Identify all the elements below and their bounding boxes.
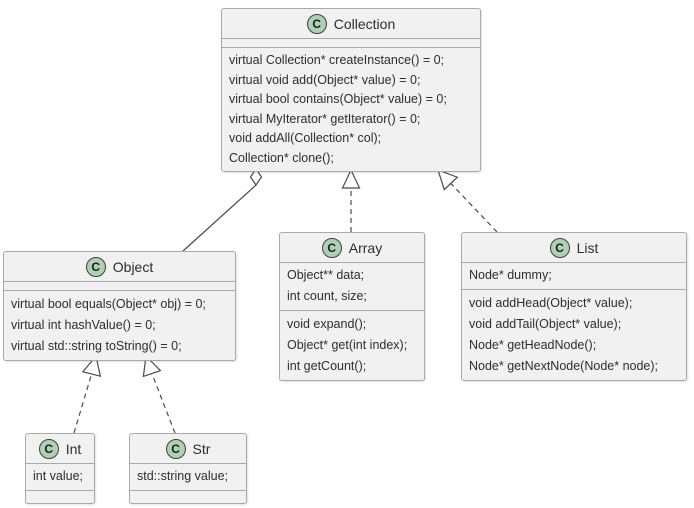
methods-compartment: void addHead(Object* value); void addTai…	[462, 289, 686, 380]
realization-list-collection	[437, 169, 498, 233]
class-stereotype-icon: C	[306, 13, 327, 34]
methods-compartment: void expand(); Object* get(int index); i…	[280, 310, 424, 380]
method-line: Node* getNextNode(Node* node);	[469, 359, 659, 373]
realization-arrowhead-icon	[437, 169, 459, 191]
methods-compartment-empty	[26, 490, 94, 503]
method-line: virtual Collection* createInstance() = 0…	[229, 53, 445, 67]
class-header: C List	[462, 233, 686, 262]
field-line: int value;	[33, 469, 84, 483]
method-line: virtual bool equals(Object* obj) = 0;	[11, 297, 206, 311]
methods-compartment: virtual bool equals(Object* obj) = 0; vi…	[4, 290, 235, 360]
method-line: Object* get(int index);	[287, 338, 408, 352]
class-name: Str	[192, 440, 211, 457]
method-line: virtual MyIterator* getIterator() = 0;	[229, 111, 421, 126]
method-line: void addHead(Object* value);	[469, 296, 633, 310]
method-line: virtual void add(Object* value) = 0;	[229, 72, 421, 87]
fields-compartment-empty	[4, 281, 235, 290]
field-line: int count, size;	[287, 289, 367, 303]
class-name: Object	[112, 258, 154, 275]
method-line: int getCount();	[287, 359, 367, 373]
method-line: void addAll(Collection* col);	[229, 131, 382, 145]
class-box-collection: C Collection virtual Collection* createI…	[221, 8, 481, 172]
fields-compartment-empty	[222, 38, 480, 47]
method-line: void addTail(Object* value);	[469, 317, 622, 331]
class-box-array: C Array Object** data; int count, size; …	[279, 232, 425, 381]
class-header: C Int	[26, 434, 94, 463]
realization-array-collection	[341, 168, 361, 232]
method-line: virtual bool contains(Object* value) = 0…	[229, 92, 447, 106]
class-name: List	[576, 239, 599, 256]
class-box-str: C Str std::string value;	[129, 433, 247, 504]
method-line: Collection* clone();	[229, 150, 334, 165]
class-stereotype-icon: C	[549, 237, 570, 258]
class-name: Int	[65, 440, 82, 457]
field-line: Object** data;	[287, 268, 365, 282]
class-header: C Collection	[222, 9, 480, 38]
fields-compartment: Object** data; int count, size;	[280, 262, 424, 310]
class-header: C Array	[280, 233, 424, 262]
realization-str-object	[142, 354, 176, 434]
aggregation-collection-object	[182, 167, 263, 252]
method-line: void expand();	[287, 317, 367, 331]
method-line: Node* getHeadNode();	[469, 338, 597, 352]
method-line: virtual int hashValue() = 0;	[11, 318, 156, 332]
realization-int-object	[73, 354, 102, 434]
class-box-list: C List Node* dummy; void addHead(Object*…	[461, 232, 687, 381]
methods-compartment-empty	[130, 490, 246, 503]
fields-compartment: Node* dummy;	[462, 262, 686, 289]
class-header: C Str	[130, 434, 246, 463]
realization-arrowhead-icon	[341, 168, 361, 189]
class-box-object: C Object virtual bool equals(Object* obj…	[3, 251, 236, 361]
method-line: virtual std::string toString() = 0;	[11, 339, 182, 353]
class-stereotype-icon: C	[85, 256, 106, 277]
class-stereotype-icon: C	[165, 438, 186, 459]
class-header: C Object	[4, 252, 235, 281]
class-stereotype-icon: C	[38, 438, 59, 459]
methods-compartment: virtual Collection* createInstance() = 0…	[222, 47, 480, 171]
fields-compartment: int value;	[26, 463, 94, 490]
class-name: Collection	[333, 15, 396, 32]
field-line: Node* dummy;	[469, 268, 552, 282]
class-name: Array	[348, 239, 383, 256]
field-line: std::string value;	[137, 469, 229, 483]
class-stereotype-icon: C	[321, 237, 342, 258]
fields-compartment: std::string value;	[130, 463, 246, 490]
class-box-int: C Int int value;	[25, 433, 95, 504]
